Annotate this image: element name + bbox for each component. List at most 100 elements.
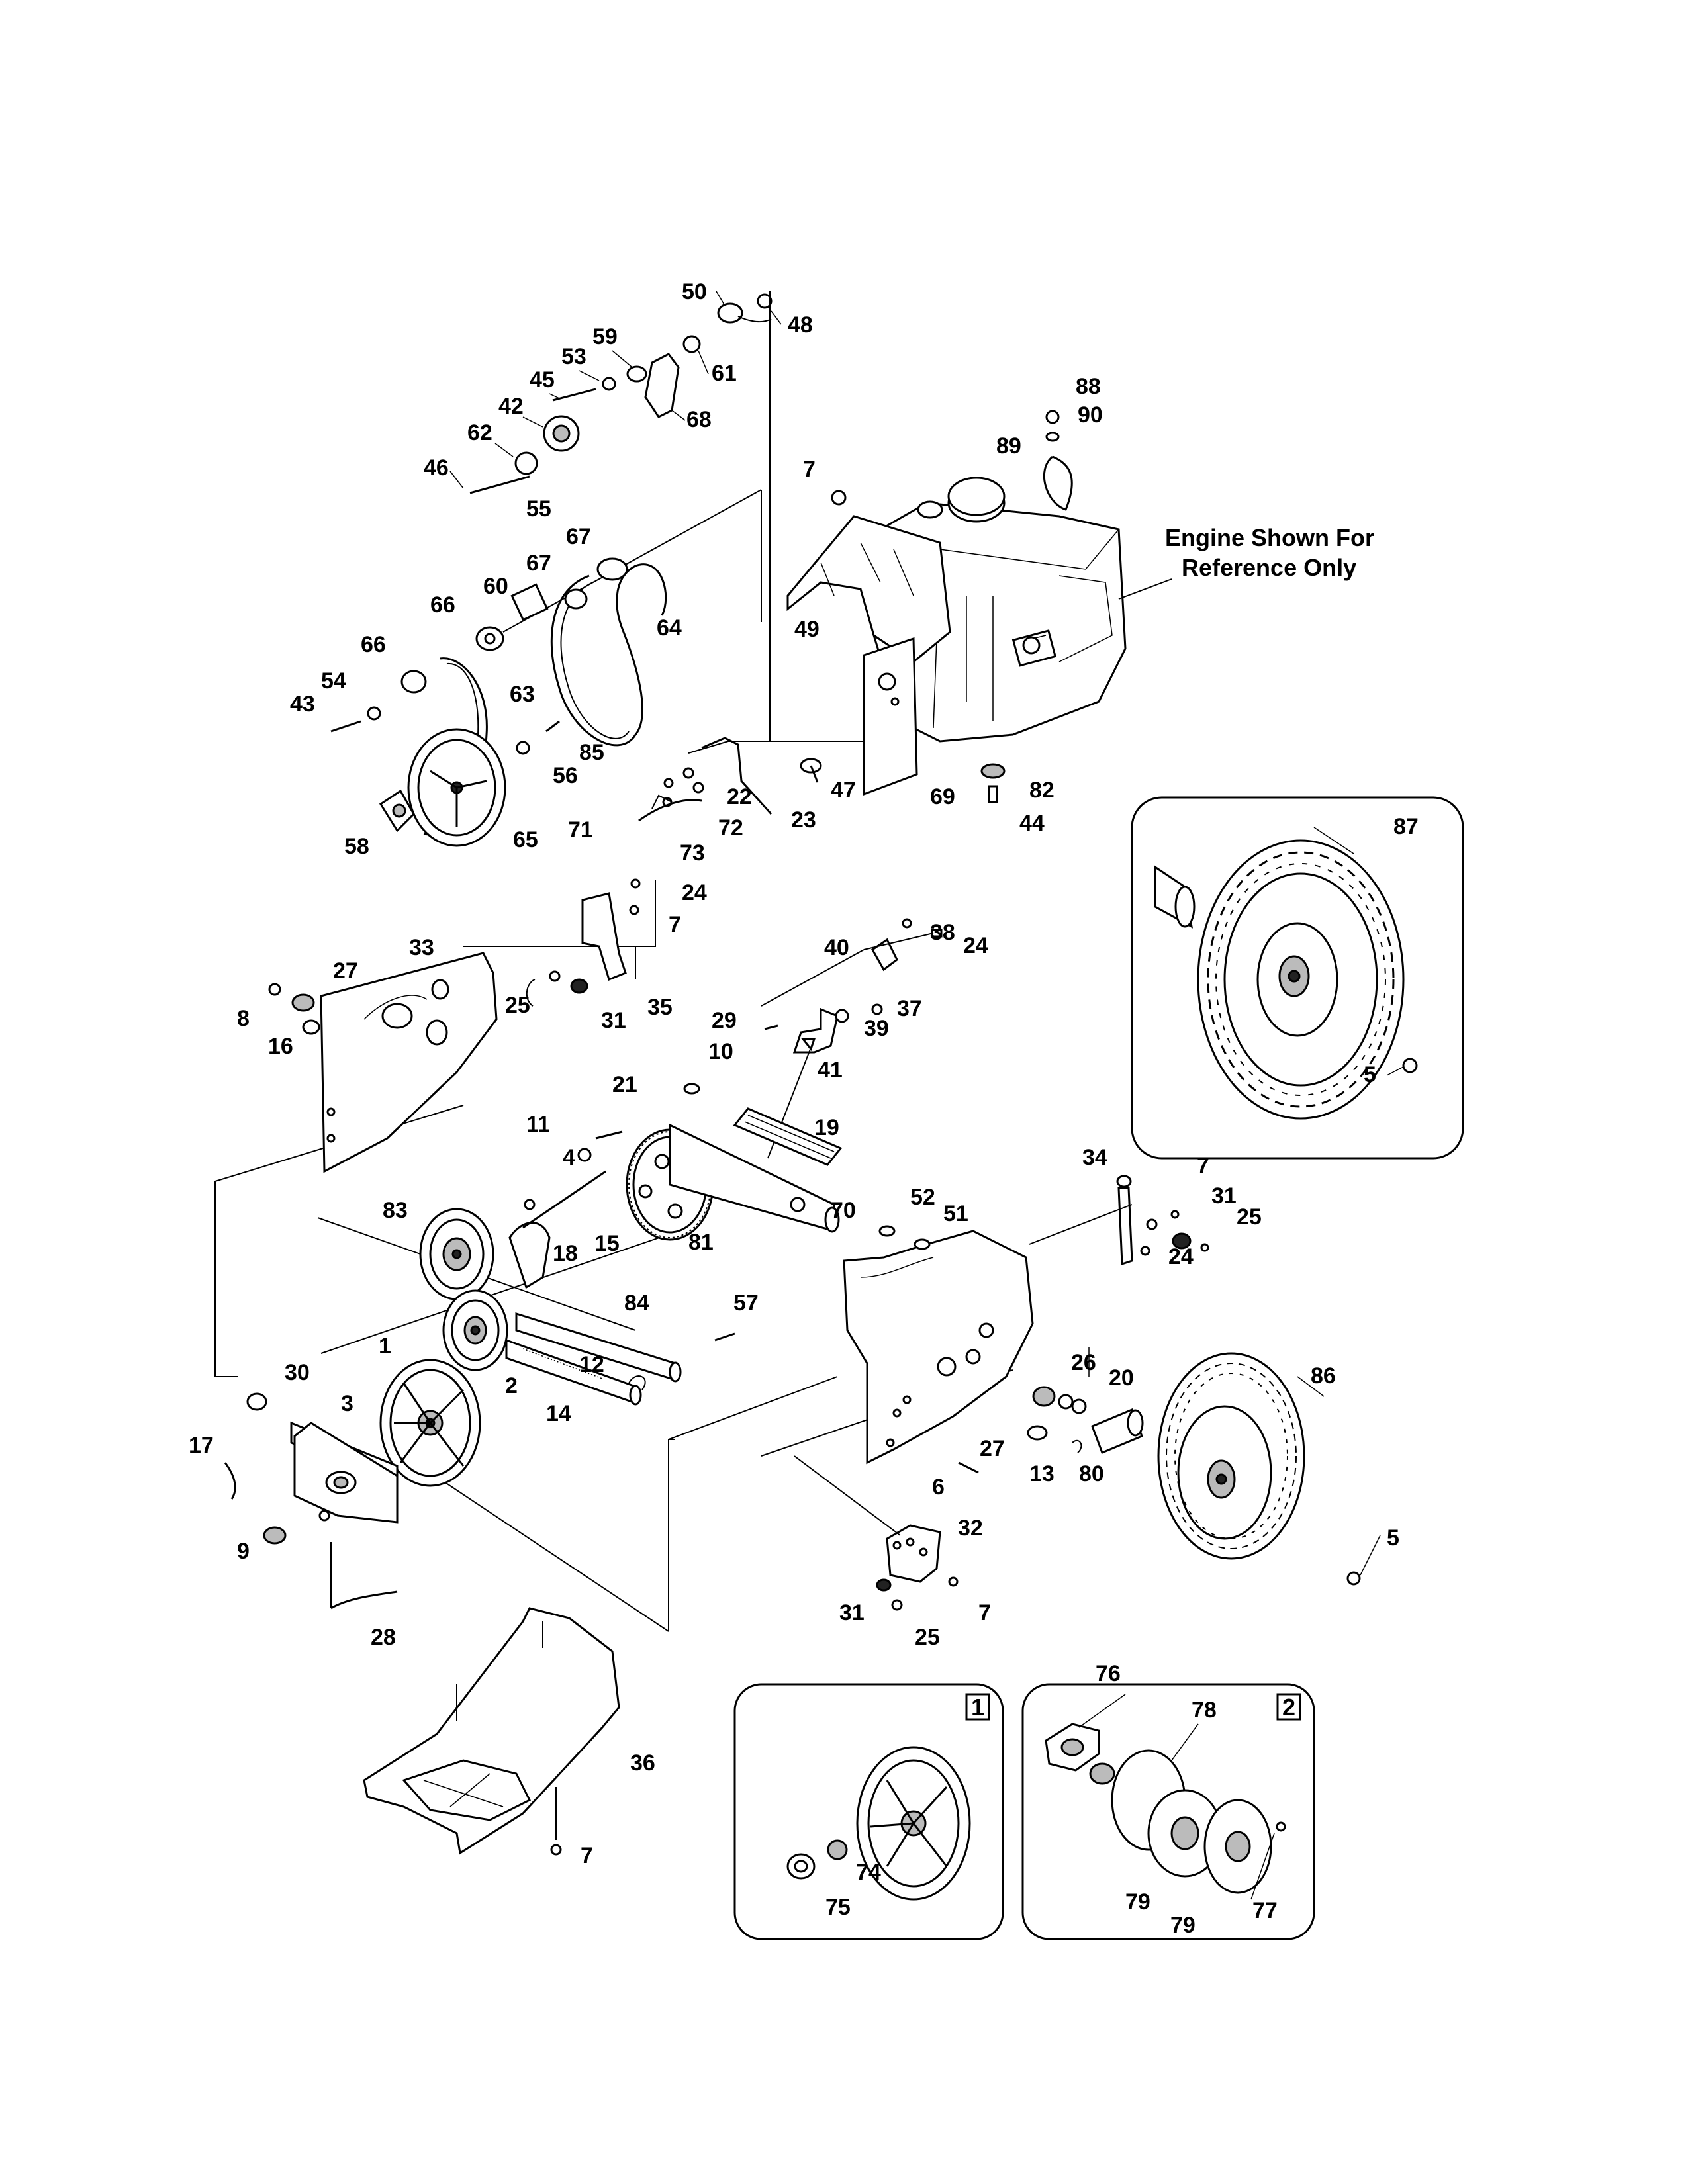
callout: 65 [513, 827, 538, 852]
callout: 15 [594, 1231, 620, 1256]
callout: 31 [1211, 1183, 1237, 1208]
callout: 52 [910, 1185, 935, 1210]
callout: 57 [733, 1291, 759, 1316]
callout: 90 [1078, 402, 1103, 428]
callout: 9 [237, 1539, 250, 1564]
callout: 50 [682, 279, 707, 304]
callout: 71 [568, 817, 593, 842]
left-bracket-3 [224, 1392, 399, 1610]
callout: 29 [712, 1008, 737, 1033]
engine-note-line2: Reference Only [1182, 554, 1356, 581]
callout: 31 [839, 1600, 865, 1625]
callout: 86 [1311, 1363, 1336, 1388]
idler-bracket-assembly [469, 293, 773, 494]
callout: 10 [708, 1039, 733, 1064]
callout: 54 [321, 668, 346, 694]
bracket-35 [526, 878, 641, 1007]
callout: 36 [630, 1751, 655, 1776]
callout: 56 [553, 763, 578, 788]
callout: 61 [712, 361, 737, 386]
callout: 43 [290, 692, 315, 717]
callout: 3 [341, 1391, 353, 1416]
callout: 7 [669, 912, 681, 937]
right-side-plate [794, 1175, 1209, 1611]
leader-ticks [449, 291, 1404, 1900]
callout: 88 [1076, 374, 1101, 399]
callout: 19 [814, 1115, 839, 1140]
callout: 60 [483, 574, 508, 599]
callout: 2 [505, 1373, 518, 1398]
bracket-40-41 [761, 918, 943, 1159]
callout: 24 [963, 933, 988, 958]
callout: 47 [831, 778, 856, 803]
callout: 24 [682, 880, 707, 905]
callout: 8 [237, 1006, 250, 1031]
inset-1-number: 1 [971, 1694, 984, 1721]
callout: 64 [657, 615, 682, 641]
callout: 18 [553, 1241, 578, 1266]
callout: 5 [1387, 1525, 1399, 1551]
callout: 20 [1109, 1365, 1134, 1390]
callout: 25 [1237, 1205, 1262, 1230]
callout: 7 [581, 1843, 593, 1868]
callout: 83 [383, 1198, 408, 1223]
callout: 34 [1082, 1145, 1107, 1170]
callout: 41 [818, 1058, 843, 1083]
callout: 69 [930, 784, 955, 809]
callout: 14 [546, 1401, 571, 1426]
callout: 13 [1029, 1461, 1055, 1486]
engine-note: Engine Shown For Reference Only [1118, 524, 1374, 600]
callout: 6 [932, 1475, 945, 1500]
callout: 62 [467, 420, 492, 445]
callout: 58 [344, 834, 369, 859]
inset-2-number: 2 [1282, 1694, 1295, 1721]
callout: 46 [424, 455, 449, 480]
callout: 51 [943, 1201, 968, 1226]
callout: 67 [526, 551, 551, 576]
callout: 30 [285, 1360, 310, 1385]
callout: 31 [601, 1008, 626, 1033]
callout: 49 [794, 617, 820, 642]
callout: 44 [1019, 811, 1045, 836]
callout: 32 [958, 1516, 983, 1541]
callout: 23 [791, 807, 816, 833]
left-side-plate [268, 952, 498, 1173]
inset-wheel-87 [1131, 796, 1464, 1160]
callout: 35 [647, 995, 673, 1020]
callout: 79 [1125, 1889, 1150, 1915]
callout: 28 [371, 1625, 396, 1650]
callout: 72 [718, 815, 743, 841]
callout: 7 [978, 1600, 991, 1625]
callout: 53 [561, 344, 586, 369]
callout: 82 [1029, 778, 1055, 803]
callout: 24 [1168, 1244, 1194, 1269]
callout: 22 [727, 784, 752, 809]
callout: 5 [1364, 1062, 1376, 1087]
callout: 79 [1170, 1913, 1196, 1938]
callout: 25 [505, 993, 530, 1018]
callout: 12 [579, 1352, 604, 1377]
right-wheel-86 [1157, 1352, 1361, 1586]
pulley-stack [330, 557, 628, 755]
bottom-plate-36 [363, 1607, 620, 1856]
callout: 68 [686, 407, 712, 432]
inset-2 [1021, 1683, 1315, 1940]
callout-labels: 50 48 59 53 61 45 42 68 62 46 55 88 90 8… [189, 279, 1419, 1938]
engine-note-line1: Engine Shown For [1165, 524, 1374, 551]
callout: 7 [1197, 1153, 1209, 1178]
callout: 17 [189, 1433, 214, 1458]
callout: 66 [361, 632, 386, 657]
callout: 87 [1393, 814, 1419, 839]
callout: 66 [430, 592, 455, 617]
callout: 89 [996, 433, 1021, 459]
lower-pulleys [379, 1170, 735, 1487]
callout: 85 [579, 740, 604, 765]
callout: 37 [897, 996, 922, 1021]
drive-pulley-63 [379, 728, 506, 847]
callout: 21 [612, 1072, 637, 1097]
callout: 4 [563, 1145, 575, 1170]
callout: 48 [788, 312, 813, 338]
callout: 76 [1096, 1661, 1121, 1686]
callout: 7 [803, 457, 816, 482]
